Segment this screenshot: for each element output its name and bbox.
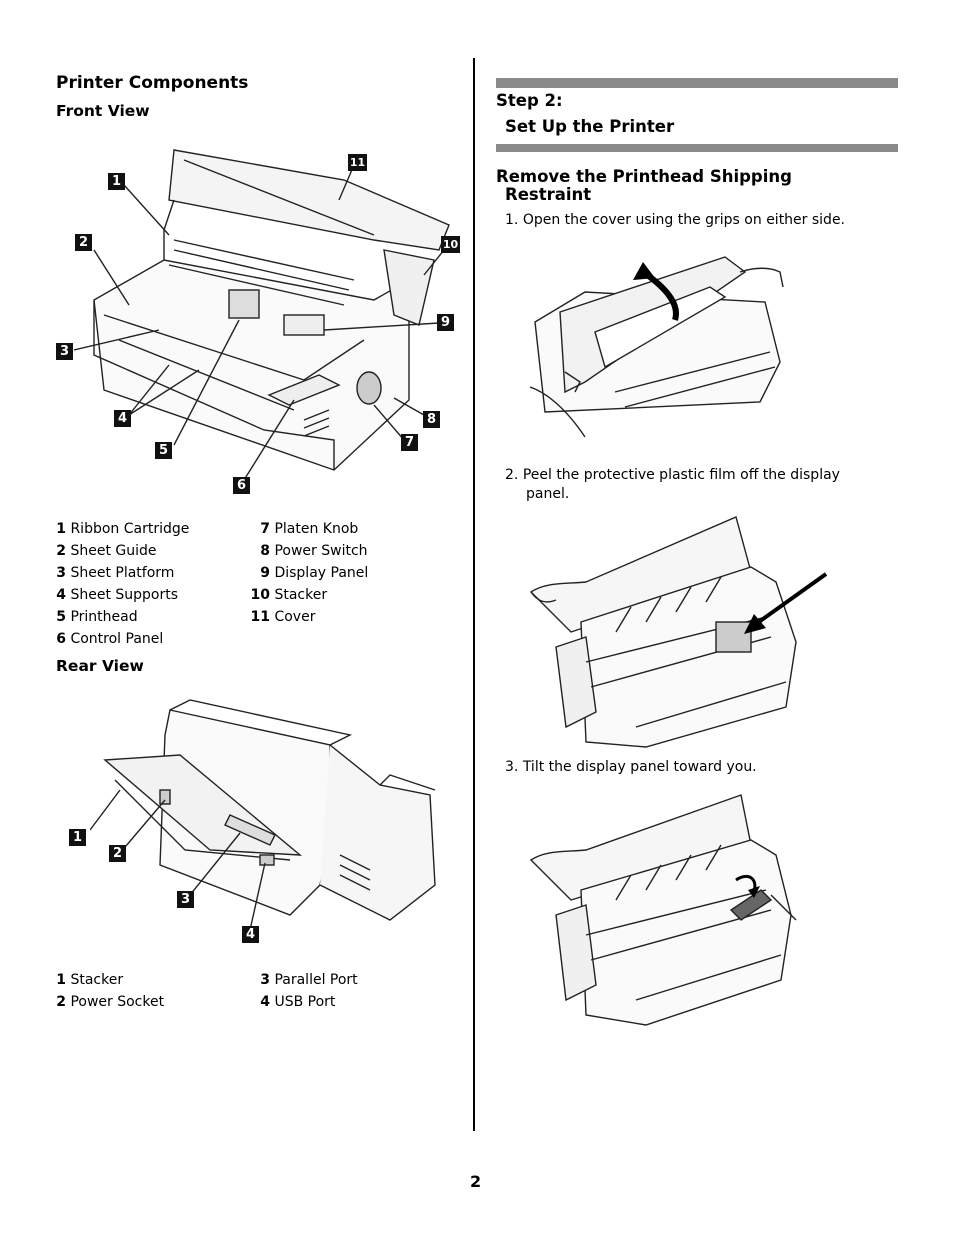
step-title: Set Up the Printer — [505, 117, 675, 136]
front-callout-2: 2 — [75, 234, 92, 251]
page-number: 2 — [470, 1172, 482, 1191]
legend-item: 10 Stacker — [250, 587, 328, 603]
legend-item: 8 Power Switch — [260, 543, 368, 559]
front-callout-6: 6 — [233, 477, 250, 494]
rear-callout-4: 4 — [242, 926, 259, 943]
section-title-line2: Restraint — [505, 185, 592, 204]
front-view-illustration — [73, 140, 464, 495]
front-callout-5: 5 — [155, 442, 172, 459]
open-cover-drawing — [529, 256, 784, 438]
front-callout-7: 7 — [401, 434, 418, 451]
legend-item: 5 Printhead — [56, 609, 138, 625]
open-cover-illustration — [525, 242, 785, 444]
legend-item: 4 Sheet Supports — [56, 587, 179, 603]
front-callout-10: 10 — [441, 236, 460, 253]
rear-view-heading: Rear View — [56, 657, 144, 675]
front-callout-4: 4 — [114, 410, 131, 427]
step-3-text: 3. Tilt the display panel toward you. — [505, 759, 757, 775]
step-2-line2: panel. — [526, 486, 570, 502]
legend-item: 9 Display Panel — [260, 565, 369, 581]
legend-item: 1 Ribbon Cartridge — [56, 521, 190, 537]
section-title-line1: Remove the Printhead Shipping — [496, 167, 792, 186]
step-header-bar-top — [496, 78, 898, 88]
printer-components-title: Printer Components — [56, 73, 249, 93]
column-divider — [473, 58, 475, 1131]
peel-film-drawing — [529, 516, 828, 748]
legend-item: 3 Parallel Port — [260, 972, 358, 988]
rear-view-legend: 1 Stacker 2 Power Socket 3 Parallel Port… — [56, 969, 456, 1013]
front-view-legend: 1 Ribbon Cartridge 2 Sheet Guide 3 Sheet… — [56, 518, 456, 650]
legend-item: 7 Platen Knob — [260, 521, 359, 537]
step-2-line1: 2. Peel the protective plastic film off … — [505, 467, 840, 483]
peel-film-illustration — [526, 512, 831, 754]
step-label: Step 2: — [496, 91, 563, 110]
front-callout-9: 9 — [437, 314, 454, 331]
step-header-bar-bottom — [496, 144, 898, 152]
legend-item: 4 USB Port — [260, 994, 336, 1010]
step-2-text: 2. Peel the protective plastic film off … — [505, 466, 840, 504]
rear-callout-1: 1 — [69, 829, 86, 846]
legend-item: 6 Control Panel — [56, 631, 164, 647]
legend-item: 2 Sheet Guide — [56, 543, 157, 559]
printer-rear-drawing — [89, 699, 436, 931]
step-1-text: 1. Open the cover using the grips on eit… — [505, 212, 846, 228]
rear-view-illustration — [89, 695, 440, 931]
front-callout-11: 11 — [348, 154, 367, 171]
legend-item: 11 Cover — [250, 609, 316, 625]
printer-front-drawing — [73, 149, 450, 481]
front-callout-8: 8 — [423, 411, 440, 428]
front-callout-3: 3 — [56, 343, 73, 360]
rear-callout-3: 3 — [177, 891, 194, 908]
legend-item: 2 Power Socket — [56, 994, 165, 1010]
legend-item: 1 Stacker — [56, 972, 124, 988]
tilt-panel-drawing — [529, 794, 797, 1026]
legend-item: 3 Sheet Platform — [56, 565, 175, 581]
rear-callout-2: 2 — [109, 845, 126, 862]
front-callout-1: 1 — [108, 173, 125, 190]
tilt-panel-illustration — [526, 790, 801, 1032]
front-view-heading: Front View — [56, 102, 150, 120]
